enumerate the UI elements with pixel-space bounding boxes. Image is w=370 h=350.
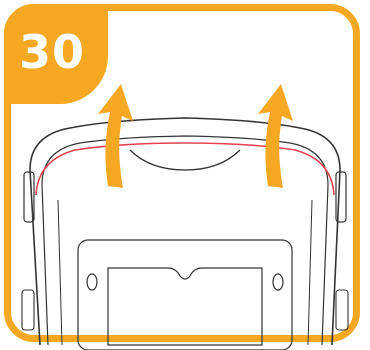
right-edge-line: [307, 199, 313, 346]
right-screw: [272, 273, 284, 291]
left-bottom-clip: [21, 289, 35, 331]
left-screw: [86, 273, 98, 291]
panel-tab: [107, 267, 263, 346]
up-arrow-icon: [258, 84, 293, 188]
device-body-outline: [29, 117, 341, 346]
right-bottom-clip: [335, 289, 349, 331]
up-arrow-icon: [98, 84, 133, 188]
seam-line: [35, 142, 335, 196]
device-panel: [77, 239, 293, 350]
right-side-button: [335, 171, 347, 223]
step-badge: 30: [4, 4, 108, 104]
step-number: 30: [18, 25, 85, 79]
left-side-button: [23, 171, 35, 223]
device-top-notch: [129, 149, 241, 171]
left-edge-line: [57, 199, 63, 346]
device-body-inner: [41, 135, 329, 346]
